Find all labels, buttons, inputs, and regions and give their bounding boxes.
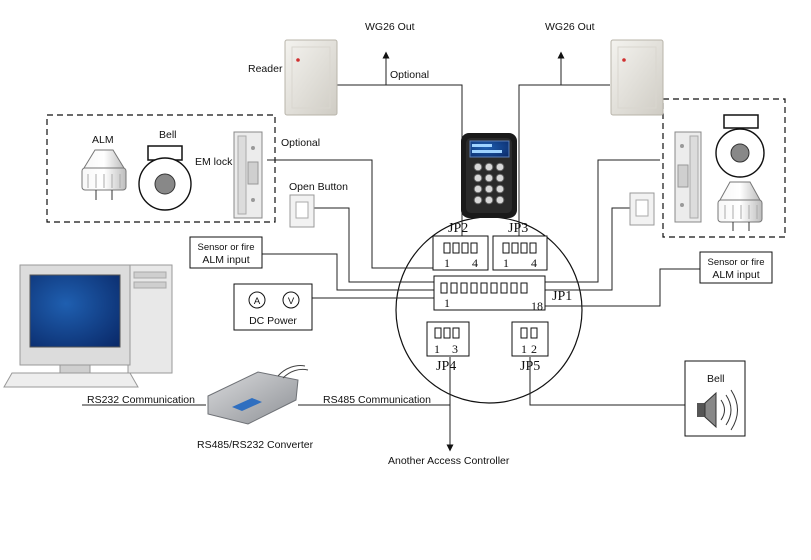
bell-right-icon xyxy=(715,114,765,178)
keypad-controller-icon xyxy=(461,133,517,218)
jp2-pin1: 1 xyxy=(444,256,450,270)
alarm-siren-right-icon xyxy=(717,181,763,231)
ammeter-icon xyxy=(248,291,266,309)
card-reader-left-icon xyxy=(284,39,338,116)
jp3-block: JP3 1 4 xyxy=(492,221,548,271)
converter-label: RS485/RS232 Converter xyxy=(197,439,314,451)
jp1-pin1: 1 xyxy=(444,296,450,310)
jp1-pin xyxy=(490,282,498,294)
jp1-pin xyxy=(470,282,478,294)
alm-label: ALM xyxy=(92,134,114,146)
jp1-pin xyxy=(450,282,458,294)
another-controller-label: Another Access Controller xyxy=(388,455,510,467)
sensor-right-line2: ALM input xyxy=(712,269,759,281)
keypad-key xyxy=(473,173,483,183)
keypad-key xyxy=(473,195,483,205)
rs232-label: RS232 Communication xyxy=(87,394,195,406)
dc-power-label: DC Power xyxy=(249,315,297,327)
bell-left-label: Bell xyxy=(159,129,177,141)
dc-power-box: A V DC Power xyxy=(233,283,313,331)
jp2-block: JP2 1 4 xyxy=(432,221,489,271)
jp1-pin xyxy=(510,282,518,294)
wg26-left-label: WG26 Out xyxy=(365,21,415,33)
voltmeter-letter: V xyxy=(288,296,295,307)
jp3-pin4: 4 xyxy=(531,256,537,270)
speaker-box: Bell xyxy=(684,360,746,437)
jp1-block: JP1 1 18 xyxy=(433,275,572,313)
open-button-label: Open Button xyxy=(289,181,348,193)
keypad-key xyxy=(484,173,494,183)
wg26-right-label: WG26 Out xyxy=(545,21,595,33)
jp2-pin4: 4 xyxy=(472,256,478,270)
jp5-pin2: 2 xyxy=(531,342,537,356)
jp3-pin1: 1 xyxy=(503,256,509,270)
open-button-left-icon xyxy=(289,194,315,228)
keypad-key xyxy=(495,162,505,172)
bell-left-icon xyxy=(138,145,192,211)
keypad-key xyxy=(484,195,494,205)
left-optional-devices-box xyxy=(46,114,276,223)
jp1-label: JP1 xyxy=(552,289,572,304)
jp1-pin xyxy=(500,282,508,294)
keypad-key xyxy=(484,184,494,194)
voltmeter-icon xyxy=(282,291,300,309)
jp4-pin3: 3 xyxy=(452,342,458,356)
jp1-pin xyxy=(480,282,488,294)
jp3-label: JP3 xyxy=(508,221,528,236)
sensor-left-line1: Sensor or fire xyxy=(197,242,254,253)
keypad-key xyxy=(495,184,505,194)
keypad-key xyxy=(495,173,505,183)
rs485-label: RS485 Communication xyxy=(323,394,431,406)
em-lock-right-icon xyxy=(674,131,702,223)
keypad-key xyxy=(484,162,494,172)
sensor-right-box: Sensor or fire ALM input xyxy=(699,251,773,284)
jp5-pin1: 1 xyxy=(521,342,527,356)
bell-right-label: Bell xyxy=(707,373,725,385)
sensor-left-line2: ALM input xyxy=(202,254,249,266)
reader-label: Reader xyxy=(248,63,283,75)
ammeter-letter: A xyxy=(254,296,261,307)
jp4-pin1: 1 xyxy=(434,342,440,356)
em-lock-label: EM lock xyxy=(195,156,233,168)
optional-left-label: Optional xyxy=(281,137,320,149)
open-button-right-icon xyxy=(629,192,655,226)
sensor-right-line1: Sensor or fire xyxy=(707,257,764,268)
jp2-label: JP2 xyxy=(448,221,468,236)
keypad-key xyxy=(473,162,483,172)
jp4-block: 1 3 JP4 xyxy=(426,321,470,374)
jp1-pin18: 18 xyxy=(531,299,543,313)
converter-icon xyxy=(207,365,309,425)
jp1-pin xyxy=(440,282,448,294)
sensor-left-box: Sensor or fire ALM input xyxy=(189,236,263,269)
jp1-pin xyxy=(520,282,528,294)
jp4-label: JP4 xyxy=(436,359,456,374)
computer-icon xyxy=(3,264,173,388)
em-lock-left-icon xyxy=(233,131,263,219)
right-optional-devices-box xyxy=(662,98,786,238)
keypad-key xyxy=(495,195,505,205)
jp1-pin xyxy=(460,282,468,294)
jp5-block: 1 2 JP5 xyxy=(511,321,549,374)
speaker-icon xyxy=(697,389,738,431)
wiring xyxy=(82,51,700,452)
keypad-key xyxy=(473,184,483,194)
alarm-siren-left-icon xyxy=(81,149,127,200)
card-reader-right-icon xyxy=(610,39,664,116)
jp5-label: JP5 xyxy=(520,359,540,374)
optional-top-label: Optional xyxy=(390,69,429,81)
